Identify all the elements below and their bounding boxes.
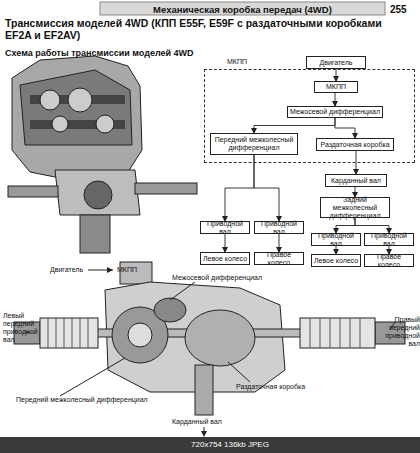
box-text: Задний межколесный дифференциал [322,196,388,220]
page-number: 255 [390,4,418,15]
process-box: Левое колесо [200,252,250,265]
image-info: 720x754 136kb JPEG [170,440,290,450]
process-box: Межосевой дифференциал [287,106,383,118]
box-text: Передний межколесный дифференциал [212,136,296,152]
transfer-housing [55,170,140,215]
flow-connector [254,155,279,221]
box-text: Приводной вал [313,232,359,248]
process-box: Левое колесо [311,254,361,267]
arrow-head [201,431,207,437]
part-label: Раздаточная коробка [236,383,336,391]
flow-connector [279,234,280,252]
box-text: МКПП [326,83,346,91]
box-text: Правое колесо [366,253,412,269]
process-box: Правое колесо [364,254,414,267]
part-label: Двигатель [50,266,90,274]
process-box: Приводной вал [254,221,304,234]
gear [40,90,60,110]
box-text: Двигатель [319,59,352,67]
gearbox-housing [12,56,142,180]
page-title: Трансмиссия моделей 4WD (КПП E55F, E59F … [5,17,400,41]
gear [52,116,68,132]
part-label: Левый передний приводной вал [3,312,45,344]
part-label: Межосевой дифференциал [172,274,282,282]
footer-bar [0,437,420,453]
header-text: Механическая коробка передач (4WD) [100,4,385,15]
flow-connector [254,118,335,133]
process-box: Передний межколесный дифференциал [210,133,298,155]
flow-connector [336,69,337,81]
process-box: Приводной вал [200,221,250,234]
shaft-boot [40,318,98,348]
box-text: Межосевой дифференциал [290,108,380,116]
process-box: МКПП [314,81,358,93]
box-text: Правое колесо [256,251,302,267]
flow-connector [225,234,226,252]
process-box: Раздаточная коробка [316,138,394,151]
box-text: Левое колесо [203,255,247,263]
box-text: Приводной вал [366,232,412,248]
flow-connector [336,218,355,233]
flow-connector [355,218,389,233]
subtitle: Схема работы трансмиссии моделей 4WD [5,48,305,58]
drive-shaft [8,186,58,197]
process-box: Приводной вал [311,233,361,246]
part-label: Правый передний приводной вал [380,316,420,348]
differential [84,181,112,209]
process-box: Карданный вал [325,174,387,187]
part-label: Карданный вал [172,418,252,426]
center-differential [154,298,186,322]
flow-connector [335,93,336,106]
box-text: Приводной вал [256,220,302,236]
group-heading: МКПП [227,58,247,66]
transmission-cutaway [14,262,405,437]
box-text: Левое колесо [314,257,358,265]
flow-connector [336,246,337,254]
transfer-case [185,310,255,366]
flow-connector [225,155,254,221]
process-box: Двигатель [306,56,366,69]
gear [96,115,114,133]
gearbox-illustration [8,56,197,253]
gearbox-interior [20,70,132,145]
flow-connector [335,118,355,138]
leader-lines [25,282,395,396]
header-bar [100,2,385,15]
output-flange [80,215,110,253]
shaft-boot [300,318,375,348]
group-frame: МКППМКППМежосевой дифференциалПередний м… [204,69,415,163]
propeller-shaft [195,365,213,415]
part-label: Передний межколесный дифференциал [16,396,166,404]
box-text: Приводной вал [202,220,248,236]
process-box: Приводной вал [364,233,414,246]
gear [68,88,92,112]
drive-shaft [135,183,197,194]
box-text: Раздаточная коробка [320,141,389,149]
differential-gear [128,323,152,347]
arrow-head [107,267,113,273]
part-label: МКПП [117,266,147,274]
process-box: Задний межколесный дифференциал [320,197,390,218]
process-box: Правое колесо [254,252,304,265]
box-text: Карданный вал [331,177,381,185]
